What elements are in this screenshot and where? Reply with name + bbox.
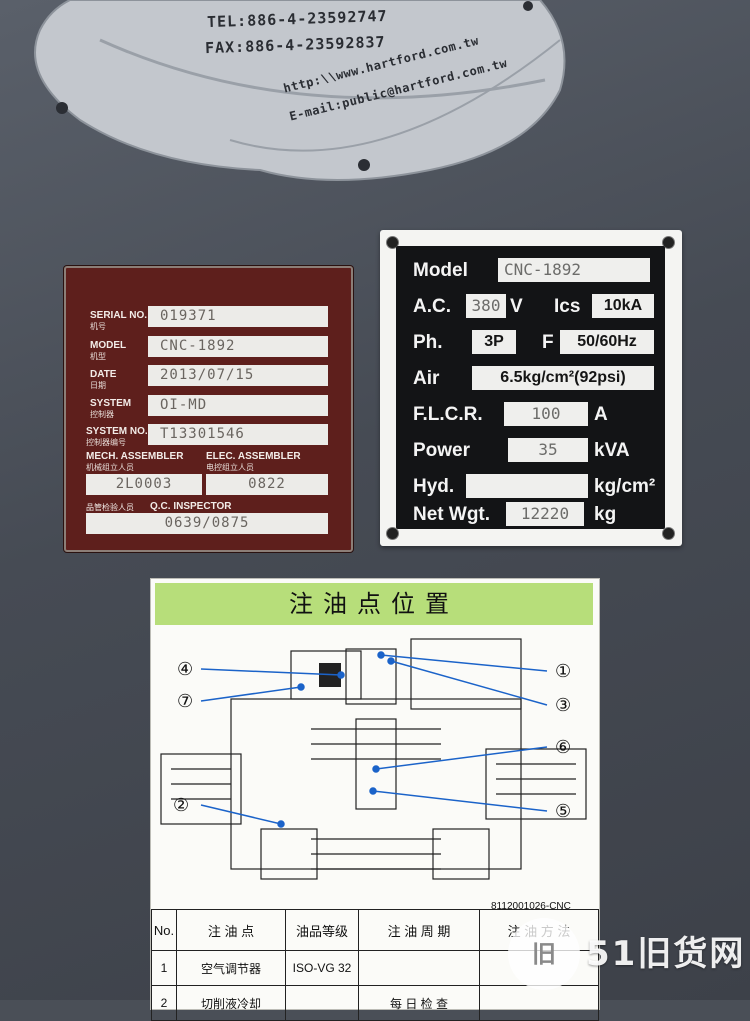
spec-plate-inner: Model CNC-1892 A.C. 380 V Ics 10kA Ph. 3… [396,246,665,529]
net-weight-unit: kg [594,504,617,525]
watermark-text: 51旧货网 [586,934,746,974]
marker-2: ② [173,795,189,816]
screw-icon [662,527,675,540]
table-header-row: No. 注 油 点 油品等级 注 油 周 期 注 油 方 法 [151,909,599,951]
table-cell: 每 日 检 查 [358,985,480,1021]
serial-label: SERIAL NO.机号 [90,310,148,331]
date-value: 2013/07/15 [148,365,328,386]
model-label: Model [413,260,468,281]
marker-7: ⑦ [177,691,193,712]
ac-label: A.C. [413,296,451,317]
system-no-value: T13301546 [148,424,328,445]
marker-3: ③ [555,695,571,716]
hyd-value [466,474,588,498]
marker-5: ⑤ [555,801,571,822]
screw-icon [662,236,675,249]
hyd-unit: kg/cm² [594,476,656,497]
table-cell: 空气调节器 [176,950,286,986]
qc-label: Q.C. INSPECTOR [150,501,232,512]
table-cell: 2 [151,985,177,1021]
table-header: No. [151,909,177,951]
table-cell: ISO-VG 32 [285,950,359,986]
ics-value: 10kA [592,294,654,318]
screw-icon [386,236,399,249]
model-value: CNC-1892 [498,258,650,282]
table-header: 注 油 点 [176,909,286,951]
elec-assembler-value: 0822 [206,474,328,495]
hartford-logo-plate [34,0,566,181]
flcr-value: 100 [504,402,588,426]
qc-label-cn: 品管检验人员 [86,503,134,512]
flcr-label: F.L.C.R. [413,404,483,425]
watermark-logo-icon: 旧 [508,918,580,990]
marker-4: ④ [177,659,193,680]
system-value: OI-MD [148,395,328,416]
power-value: 35 [508,438,588,462]
air-label: Air [413,368,440,389]
f-value: 50/60Hz [560,330,654,354]
serial-value: 019371 [148,306,328,327]
ics-label: Ics [554,296,581,317]
table-header: 油品等级 [285,909,359,951]
watermark: 旧 51旧货网 [500,908,750,1000]
marker-6: ⑥ [555,737,571,758]
table-row: 1 空气调节器 ISO-VG 32 [151,950,599,986]
net-weight-label: Net Wgt. [413,504,491,525]
ph-label: Ph. [413,332,443,353]
lube-chart-code: 8112001026-CNC [491,901,571,912]
mech-assembler-value: 2L0003 [86,474,202,495]
ac-value: 380 [466,294,506,318]
f-label: F [542,332,554,353]
table-cell [285,985,359,1021]
flcr-unit: A [594,404,608,425]
machine-diagram: ④ ⑦ ② ① ③ ⑥ ⑤ [160,638,587,880]
ac-unit: V [510,296,523,317]
system-no-label: SYSTEM NO.控制器编号 [86,426,148,447]
hyd-label: Hyd. [413,476,455,497]
screw-icon [386,527,399,540]
lube-chart-title: 注油点位置 [155,583,593,625]
power-label: Power [413,440,471,461]
table-header: 注 油 周 期 [358,909,480,951]
table-cell: 1 [151,950,177,986]
ph-value: 3P [472,330,516,354]
table-cell [358,950,480,986]
power-unit: kVA [594,440,630,461]
qc-value: 0639/0875 [86,513,328,534]
spec-plate: Model CNC-1892 A.C. 380 V Ics 10kA Ph. 3… [380,230,682,546]
marker-1: ① [555,661,571,682]
model-value: CNC-1892 [148,336,328,357]
table-cell: 切削液冷却 [176,985,286,1021]
air-value: 6.5kg/cm²(92psi) [472,366,654,390]
net-weight-value: 12220 [506,502,584,526]
